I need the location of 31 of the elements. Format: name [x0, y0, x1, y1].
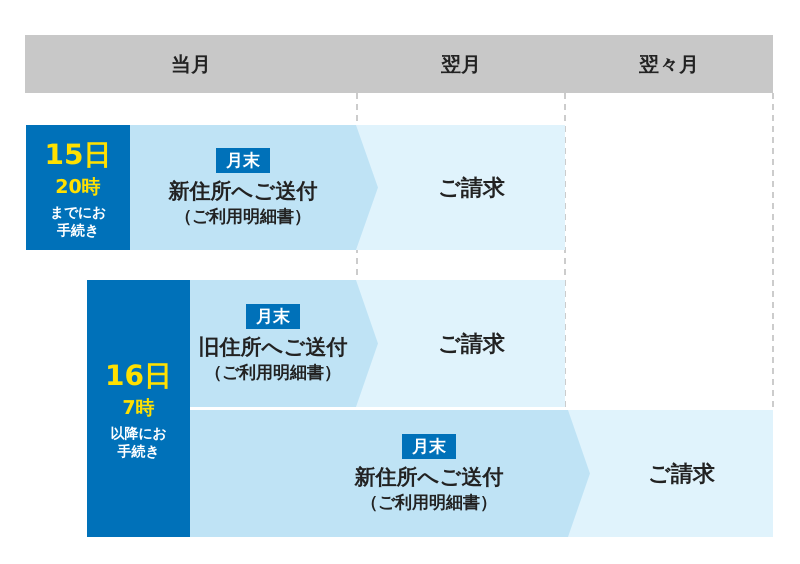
chevron-step: [190, 410, 590, 537]
chevron-step: [190, 280, 378, 407]
time-text: 7時: [122, 396, 155, 420]
time-text: 20時: [55, 174, 101, 200]
month-end-badge: 月末: [402, 434, 456, 458]
step-text: 旧住所へご送付: [198, 334, 348, 360]
column-header: [25, 35, 357, 93]
billing-text: ご請求: [438, 330, 505, 358]
date-text: 16日: [105, 358, 172, 394]
date-text: 15日: [44, 136, 112, 172]
chevron-step: [130, 125, 378, 250]
step-text: 新住所へご送付: [354, 464, 504, 490]
billing-text: ご請求: [648, 460, 715, 488]
header-text: 当月: [171, 50, 211, 78]
deadline-box: [26, 125, 130, 250]
header-text: 翌々月: [639, 50, 699, 78]
billing-text: ご請求: [438, 174, 505, 202]
billing-box: [378, 280, 565, 407]
step-note: （ご利用明細書）: [361, 492, 497, 514]
billing-box: [378, 125, 565, 250]
header-text: 翌月: [441, 50, 481, 78]
step-text: 新住所へご送付: [168, 178, 318, 204]
billing-box: [590, 410, 773, 537]
step-note: （ご利用明細書）: [175, 206, 311, 228]
month-end-badge: 月末: [246, 304, 300, 328]
deadline-box: [87, 280, 190, 537]
deadline-note: までにお手続き: [49, 204, 107, 240]
month-end-badge: 月末: [216, 148, 270, 172]
step-note: （ご利用明細書）: [205, 362, 341, 384]
deadline-note: 以降にお手続き: [110, 424, 168, 460]
column-header: [565, 35, 773, 93]
